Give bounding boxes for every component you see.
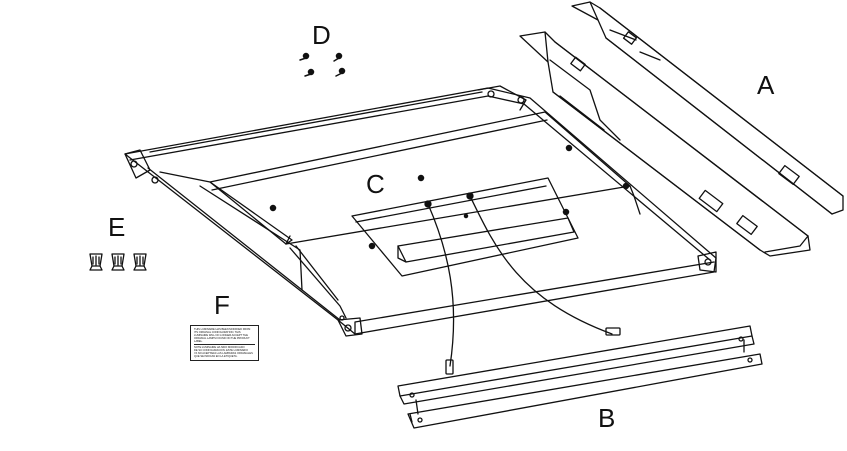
warning-line: ORIGINAL LAMPS FOUND ON THE PRODUCT — [194, 337, 250, 340]
label-a: A — [757, 70, 775, 100]
label-b: B — [598, 403, 616, 433]
label-f: F — [214, 290, 230, 320]
label-d: D — [312, 20, 331, 50]
label-e: E — [108, 212, 126, 242]
warning-line: QUE SE INDICAN EN LA ETIQUETA. — [194, 355, 238, 358]
warning-line: ITS ORIGINAL CONFIGURATION. THIS — [194, 331, 241, 334]
warning-line: NOTE:LUMINAIRE HA SIDO MODIFICADO — [194, 346, 245, 349]
warning-divider — [194, 344, 255, 345]
warning-line: LUMINAIRE WILL NO LONGER ACCEPT THE — [194, 334, 248, 337]
part-d-screws — [299, 52, 346, 77]
part-a-brackets — [519, 1, 844, 257]
part-b-crossbar — [397, 325, 763, 429]
part-c-center-panel — [199, 111, 641, 375]
housing-frame — [124, 85, 717, 337]
warning-line: LABEL. — [194, 340, 203, 343]
label-c: C — [366, 169, 385, 199]
part-e-wire-nuts — [89, 253, 147, 271]
warning-line: DE SU CONFIGURACION. ESTE LUMINARIO — [194, 349, 249, 352]
part-f-warning-label: THIS LUMINAIRE HAS BEEN MODIFIED FROM IT… — [190, 325, 259, 361]
warning-line: THIS LUMINAIRE HAS BEEN MODIFIED FROM — [194, 328, 251, 331]
warning-line: YA NO ACEPTARA LAS LAMPARAS ORIGINALES — [194, 352, 253, 355]
